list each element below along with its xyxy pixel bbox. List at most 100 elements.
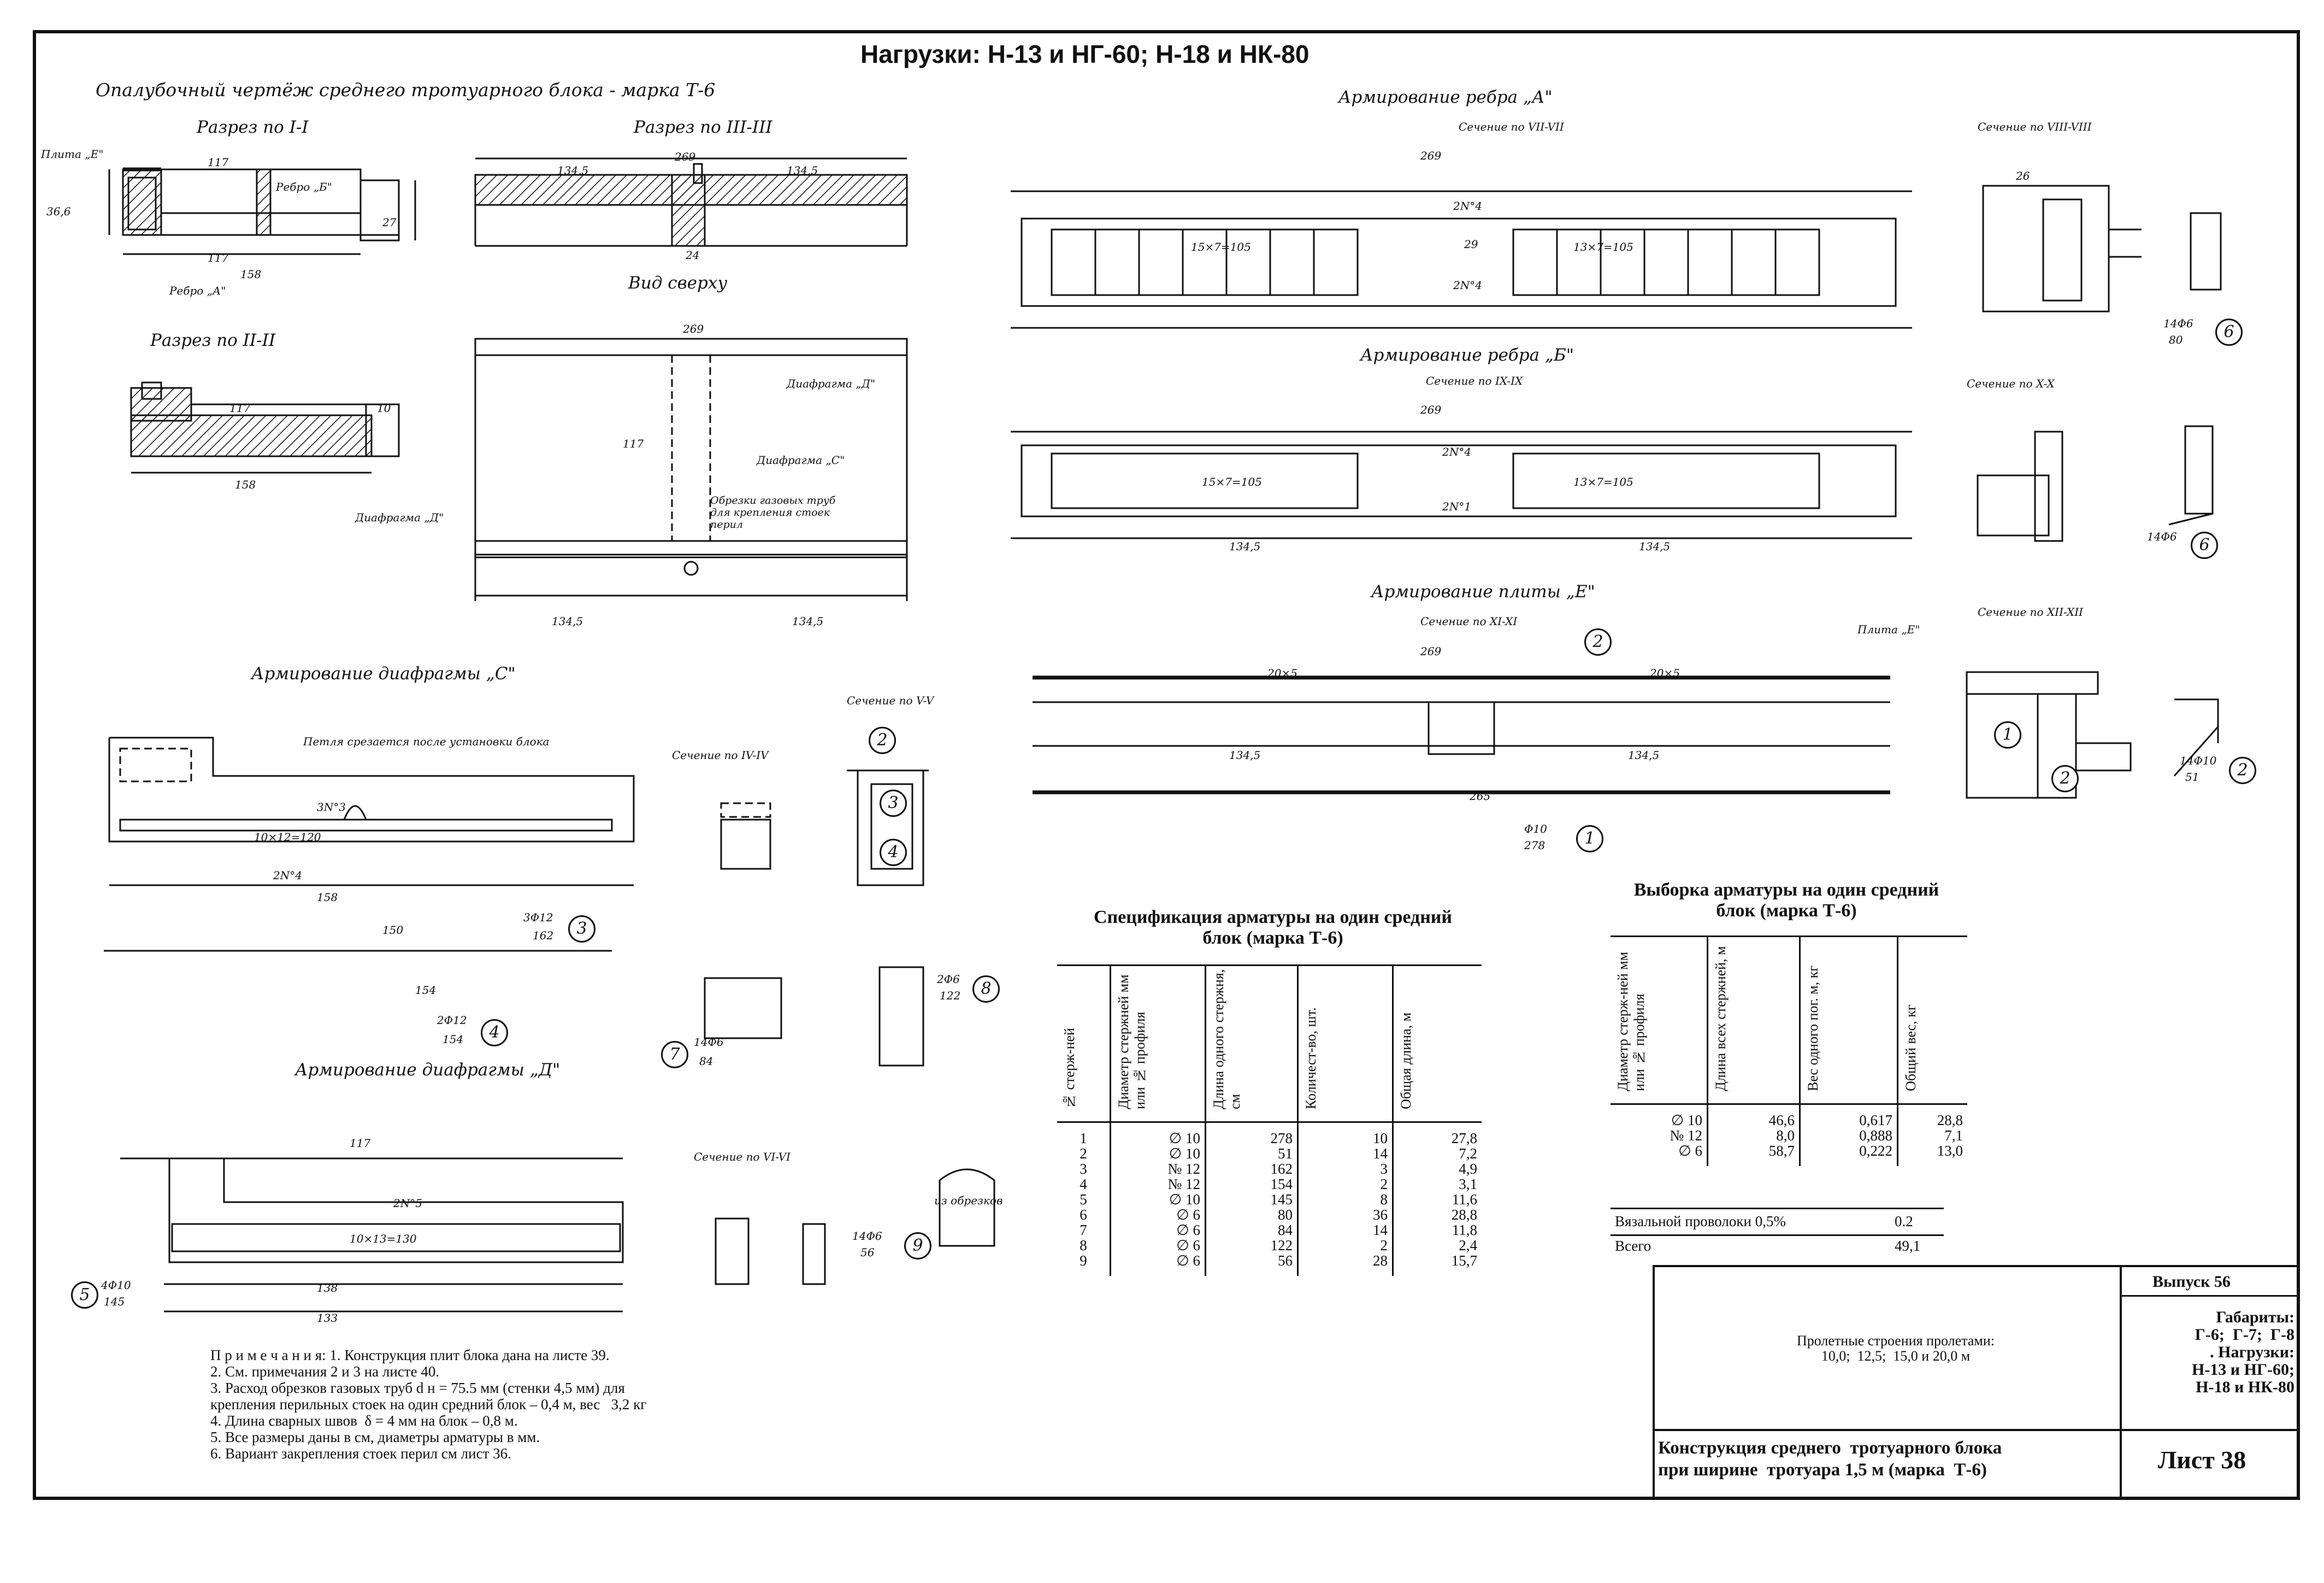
rib-b-dim-15x7: 15×7=105	[1202, 475, 1262, 489]
diaph-d-dim-138: 138	[317, 1281, 338, 1294]
cut-2-title: Разрез по II-II	[150, 331, 276, 350]
mark-4: 4	[481, 1019, 508, 1046]
specBody-r8-c4: 15,7	[1451, 1252, 1477, 1269]
diaphragm-d2-label: Диафрагма „Д"	[355, 511, 444, 524]
slab-bar-1-len: 278	[1524, 839, 1546, 852]
rib-a-title: Армирование ребра „А"	[1338, 87, 1553, 107]
diaph-d-dim-2n5: 2N°5	[393, 1197, 422, 1210]
mark-6-sec10: 6	[2191, 532, 2218, 559]
sampleBody-r2-c2: 0,222	[1859, 1143, 1892, 1159]
specBody-r6-c3: 14	[1373, 1222, 1388, 1238]
specBody-r0-c1: ∅ 10	[1169, 1130, 1200, 1146]
sampleBody-r2-c1: 58,7	[1768, 1143, 1795, 1159]
sec-10-bar: 14Φ6	[2147, 530, 2177, 543]
specBody-r6-c2: 84	[1278, 1222, 1293, 1238]
specBody-r0-c0: 1	[1080, 1130, 1087, 1146]
total-row: Всего 49,1	[1611, 1233, 1944, 1258]
specHead-cell-0: № стерж-ней	[1057, 964, 1111, 1123]
bar-9-label: 14Φ6	[852, 1229, 882, 1243]
top-view-title: Вид сверху	[628, 273, 728, 293]
diaph-d-dim-133: 133	[317, 1311, 338, 1325]
diaph-d-dim-117: 117	[350, 1137, 371, 1150]
bar-8-label: 2Φ6	[937, 973, 960, 986]
specHead-label-2: Длина одного стержня, см	[1211, 969, 1243, 1109]
rib-a-dim-2n4b: 2N°4	[1453, 279, 1482, 292]
cut-3-dim-24: 24	[686, 249, 700, 262]
specBody-r8-c3: 28	[1373, 1252, 1388, 1269]
specBody-r7-c4: 2,4	[1459, 1237, 1477, 1254]
specBody-r0-c3: 10	[1373, 1130, 1388, 1146]
sec-7-title: Сечение по VII-VII	[1459, 120, 1564, 133]
bars-7-8-drawing	[704, 966, 924, 1067]
formwork-title: Опалубочный чертёж среднего тротуарного …	[96, 79, 716, 101]
specHead-cell-3: Количест-во, шт.	[1297, 964, 1393, 1123]
plate-e-label: Плита „Е"	[41, 148, 104, 161]
specBody-r3-c4: 3,1	[1459, 1176, 1477, 1192]
sec-10-drawing	[1977, 425, 2214, 542]
diaphragm-d-label: Диафрагма „Д"	[787, 377, 876, 390]
cut-1-dim-36: 36,6	[46, 205, 71, 218]
slab-dim-20x5a: 20×5	[1267, 667, 1297, 680]
plate-e2-label: Плита „Е"	[1857, 623, 1920, 636]
specBody-r7-c3: 2	[1380, 1237, 1388, 1254]
sampleHead-label-3: Общий вес, кг	[1903, 1004, 1919, 1091]
diaph-c-dim-154: 154	[415, 984, 437, 997]
rib-a-dim-13x7: 13×7=105	[1573, 240, 1633, 254]
diaph-c-drawing	[104, 737, 635, 952]
specBody-r6-c0: 7	[1080, 1222, 1087, 1238]
cut-2-dim-10: 10	[377, 402, 391, 415]
title-block	[1653, 1265, 2300, 1500]
sampleBody-r0-c0: ∅ 10	[1671, 1112, 1702, 1128]
slab-dim-134a: 134,5	[1229, 749, 1261, 762]
wire-value: 0.2	[1895, 1213, 1913, 1229]
bar-3-label: 3Φ12	[523, 911, 553, 924]
diaph-c-dim-150: 150	[382, 923, 404, 937]
specBody-r4-c0: 5	[1080, 1191, 1087, 1208]
specBody-r1-c2: 51	[1278, 1145, 1293, 1162]
rib-b-dim-2n1: 2N°1	[1442, 500, 1471, 513]
bar-3-len: 162	[533, 929, 554, 942]
rib-b-dim-13x7: 13×7=105	[1573, 475, 1633, 489]
specBody-r4-c1: ∅ 10	[1169, 1191, 1200, 1208]
cut-2-drawing	[130, 381, 400, 474]
drawing-sheet	[33, 30, 2300, 1500]
mark-4-sec5: 4	[880, 839, 907, 866]
specBody-r3-c2: 154	[1270, 1176, 1293, 1192]
specHead-label-3: Количест-во, шт.	[1303, 1007, 1319, 1109]
slab-bar-1: Φ10	[1524, 822, 1547, 835]
sampleHead-label-1: Длина всех стержней, м	[1713, 946, 1729, 1091]
specBody-r3-c0: 4	[1080, 1176, 1087, 1192]
specBody-r5-c1: ∅ 6	[1176, 1207, 1200, 1223]
specBody-r2-c0: 3	[1080, 1161, 1087, 1177]
pipes-label: Обрезки газовых труб для крепления стоек…	[710, 495, 836, 531]
specBody-r2-c3: 3	[1380, 1161, 1388, 1177]
issue-divider	[2120, 1295, 2300, 1297]
specBody-r1-c3: 14	[1373, 1145, 1388, 1162]
cut-3-dim-269: 269	[675, 150, 696, 163]
sec-12-bar-2: 14Φ10	[2180, 754, 2217, 767]
mark-6-sec8: 6	[2215, 319, 2243, 346]
rib-b-drawing	[1011, 431, 1912, 539]
sec-12-bar-2-len: 51	[2185, 770, 2199, 784]
specBody-r7-c0: 8	[1080, 1237, 1087, 1254]
specBody-r1-c4: 7,2	[1459, 1145, 1477, 1162]
sampleBody-r1-c1: 8,0	[1776, 1127, 1795, 1144]
loop-label: Петля срезается после установки блока	[303, 735, 550, 748]
specHead-label-4: Общая длина, м	[1398, 1012, 1414, 1109]
specBody-r6-c1: ∅ 6	[1176, 1222, 1200, 1238]
specBody-r8-c1: ∅ 6	[1176, 1252, 1200, 1269]
mark-3: 3	[568, 915, 595, 943]
sec-8-bar-6-len: 80	[2169, 333, 2183, 346]
rib-b-label: Ребро „Б"	[276, 180, 332, 193]
specHead-label-1: Диаметр стержней мм или № профиля	[1116, 974, 1148, 1109]
diaph-c-dim-2n4: 2N°4	[273, 869, 302, 882]
title-block-vdivider	[2120, 1265, 2122, 1500]
